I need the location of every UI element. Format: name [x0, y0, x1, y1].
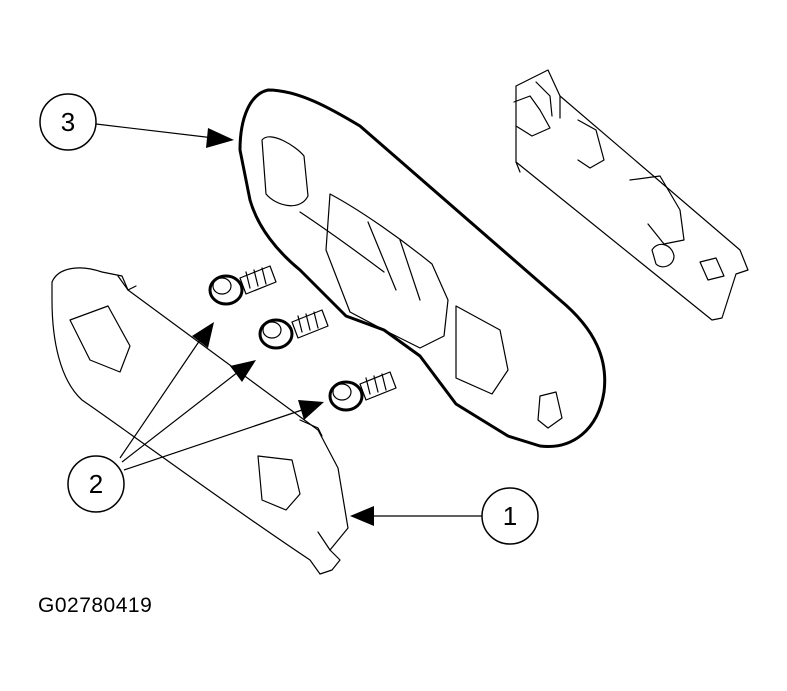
- callout-2-label: 2: [89, 469, 103, 499]
- callout-2: 2: [67, 322, 324, 513]
- part-3-bezel: [238, 88, 607, 448]
- screw-2: [258, 309, 329, 350]
- callout-1-label: 1: [503, 501, 517, 531]
- screw-1: [208, 265, 277, 306]
- callout-3: 3: [39, 93, 234, 151]
- screw-3: [328, 371, 397, 412]
- callout-3-label: 3: [61, 107, 75, 137]
- part-2-screws: [208, 265, 397, 412]
- retainer-clip: [513, 69, 749, 321]
- figure-id: G02780419: [38, 594, 153, 617]
- callout-1: 1: [350, 487, 539, 545]
- part-1-mounting-bracket: [51, 267, 349, 575]
